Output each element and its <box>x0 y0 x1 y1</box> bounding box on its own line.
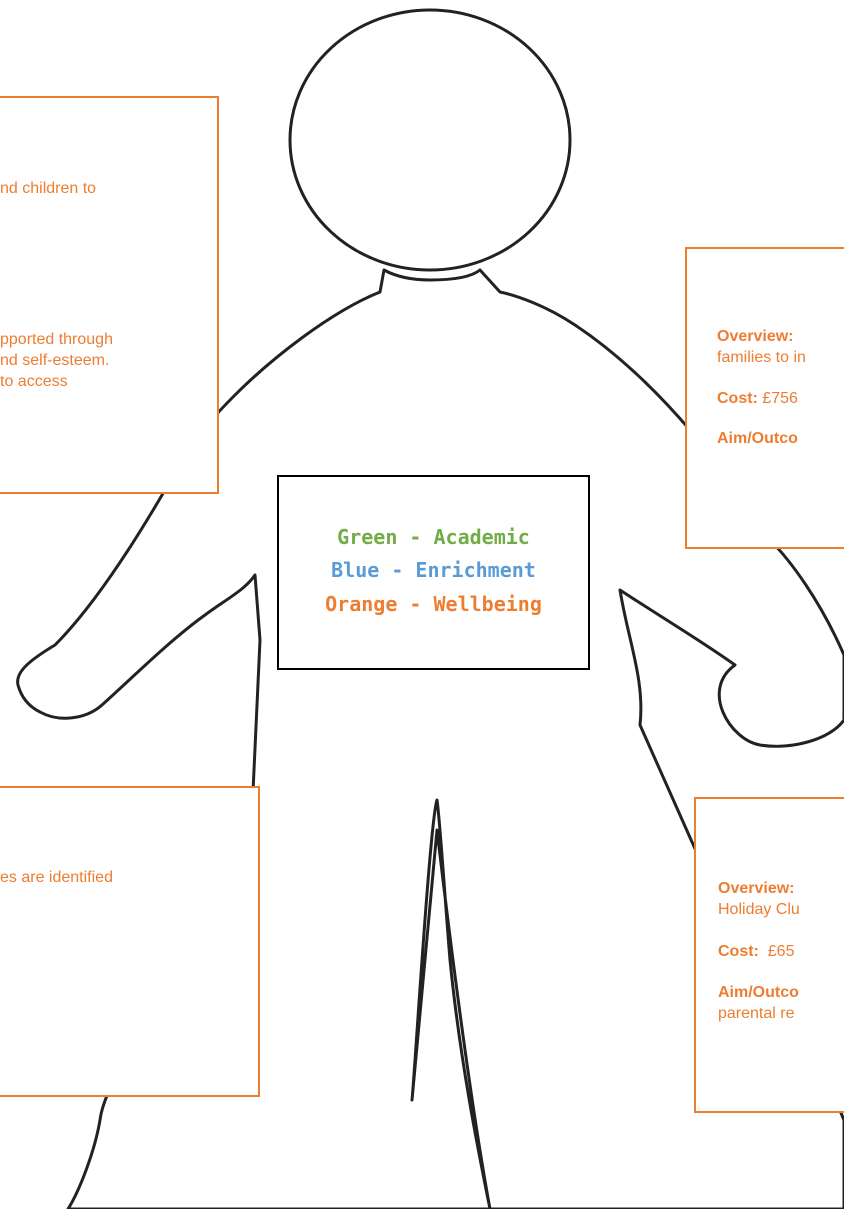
head-outline <box>288 8 572 272</box>
cost-label: Cost: <box>718 943 759 960</box>
overview-line: Overview: <box>718 879 794 899</box>
box-text-line: nd self-esteem. <box>0 352 110 369</box>
aim-line: Aim/Outco <box>718 983 799 1003</box>
info-box-bottom-left: es are identified <box>0 786 260 1097</box>
overview-text: families to in <box>717 349 806 366</box>
cost-value: £65 <box>767 943 795 960</box>
cost-label: Cost: <box>717 390 758 407</box>
box-text-line: to access <box>0 373 68 390</box>
aim-line: Aim/Outco <box>717 429 798 449</box>
overview-label: Overview: <box>717 328 794 345</box>
info-box-top-right: Overview: families to in Cost: £756 Aim/… <box>685 247 844 549</box>
color-key-legend: Green - Academic Blue - Enrichment Orang… <box>277 475 590 670</box>
key-enrichment: Blue - Enrichment <box>331 558 536 582</box>
key-wellbeing: Orange - Wellbeing <box>325 592 542 616</box>
aim-label: Aim/Outco <box>717 430 798 447</box>
box-text-line: nd children to <box>0 180 97 197</box>
overview-text: Holiday Clu <box>718 901 800 918</box>
info-box-bottom-right: Overview: Holiday Clu Cost: £65 Aim/Outc… <box>694 797 844 1113</box>
cost-value: £756 <box>762 390 798 407</box>
overview-line: Overview: <box>717 327 793 347</box>
aim-text: parental re <box>718 1005 795 1022</box>
overview-label: Overview: <box>718 880 795 897</box>
cost-line: Cost: £65 <box>718 942 794 962</box>
aim-label: Aim/Outco <box>718 984 799 1001</box>
box-text-line: es are identified <box>0 869 113 886</box>
key-academic: Green - Academic <box>337 525 530 549</box>
box-text-line: pported through <box>0 331 113 348</box>
info-box-top-left: nd children to pported through nd self-e… <box>0 96 219 494</box>
cost-line: Cost: £756 <box>717 389 798 409</box>
